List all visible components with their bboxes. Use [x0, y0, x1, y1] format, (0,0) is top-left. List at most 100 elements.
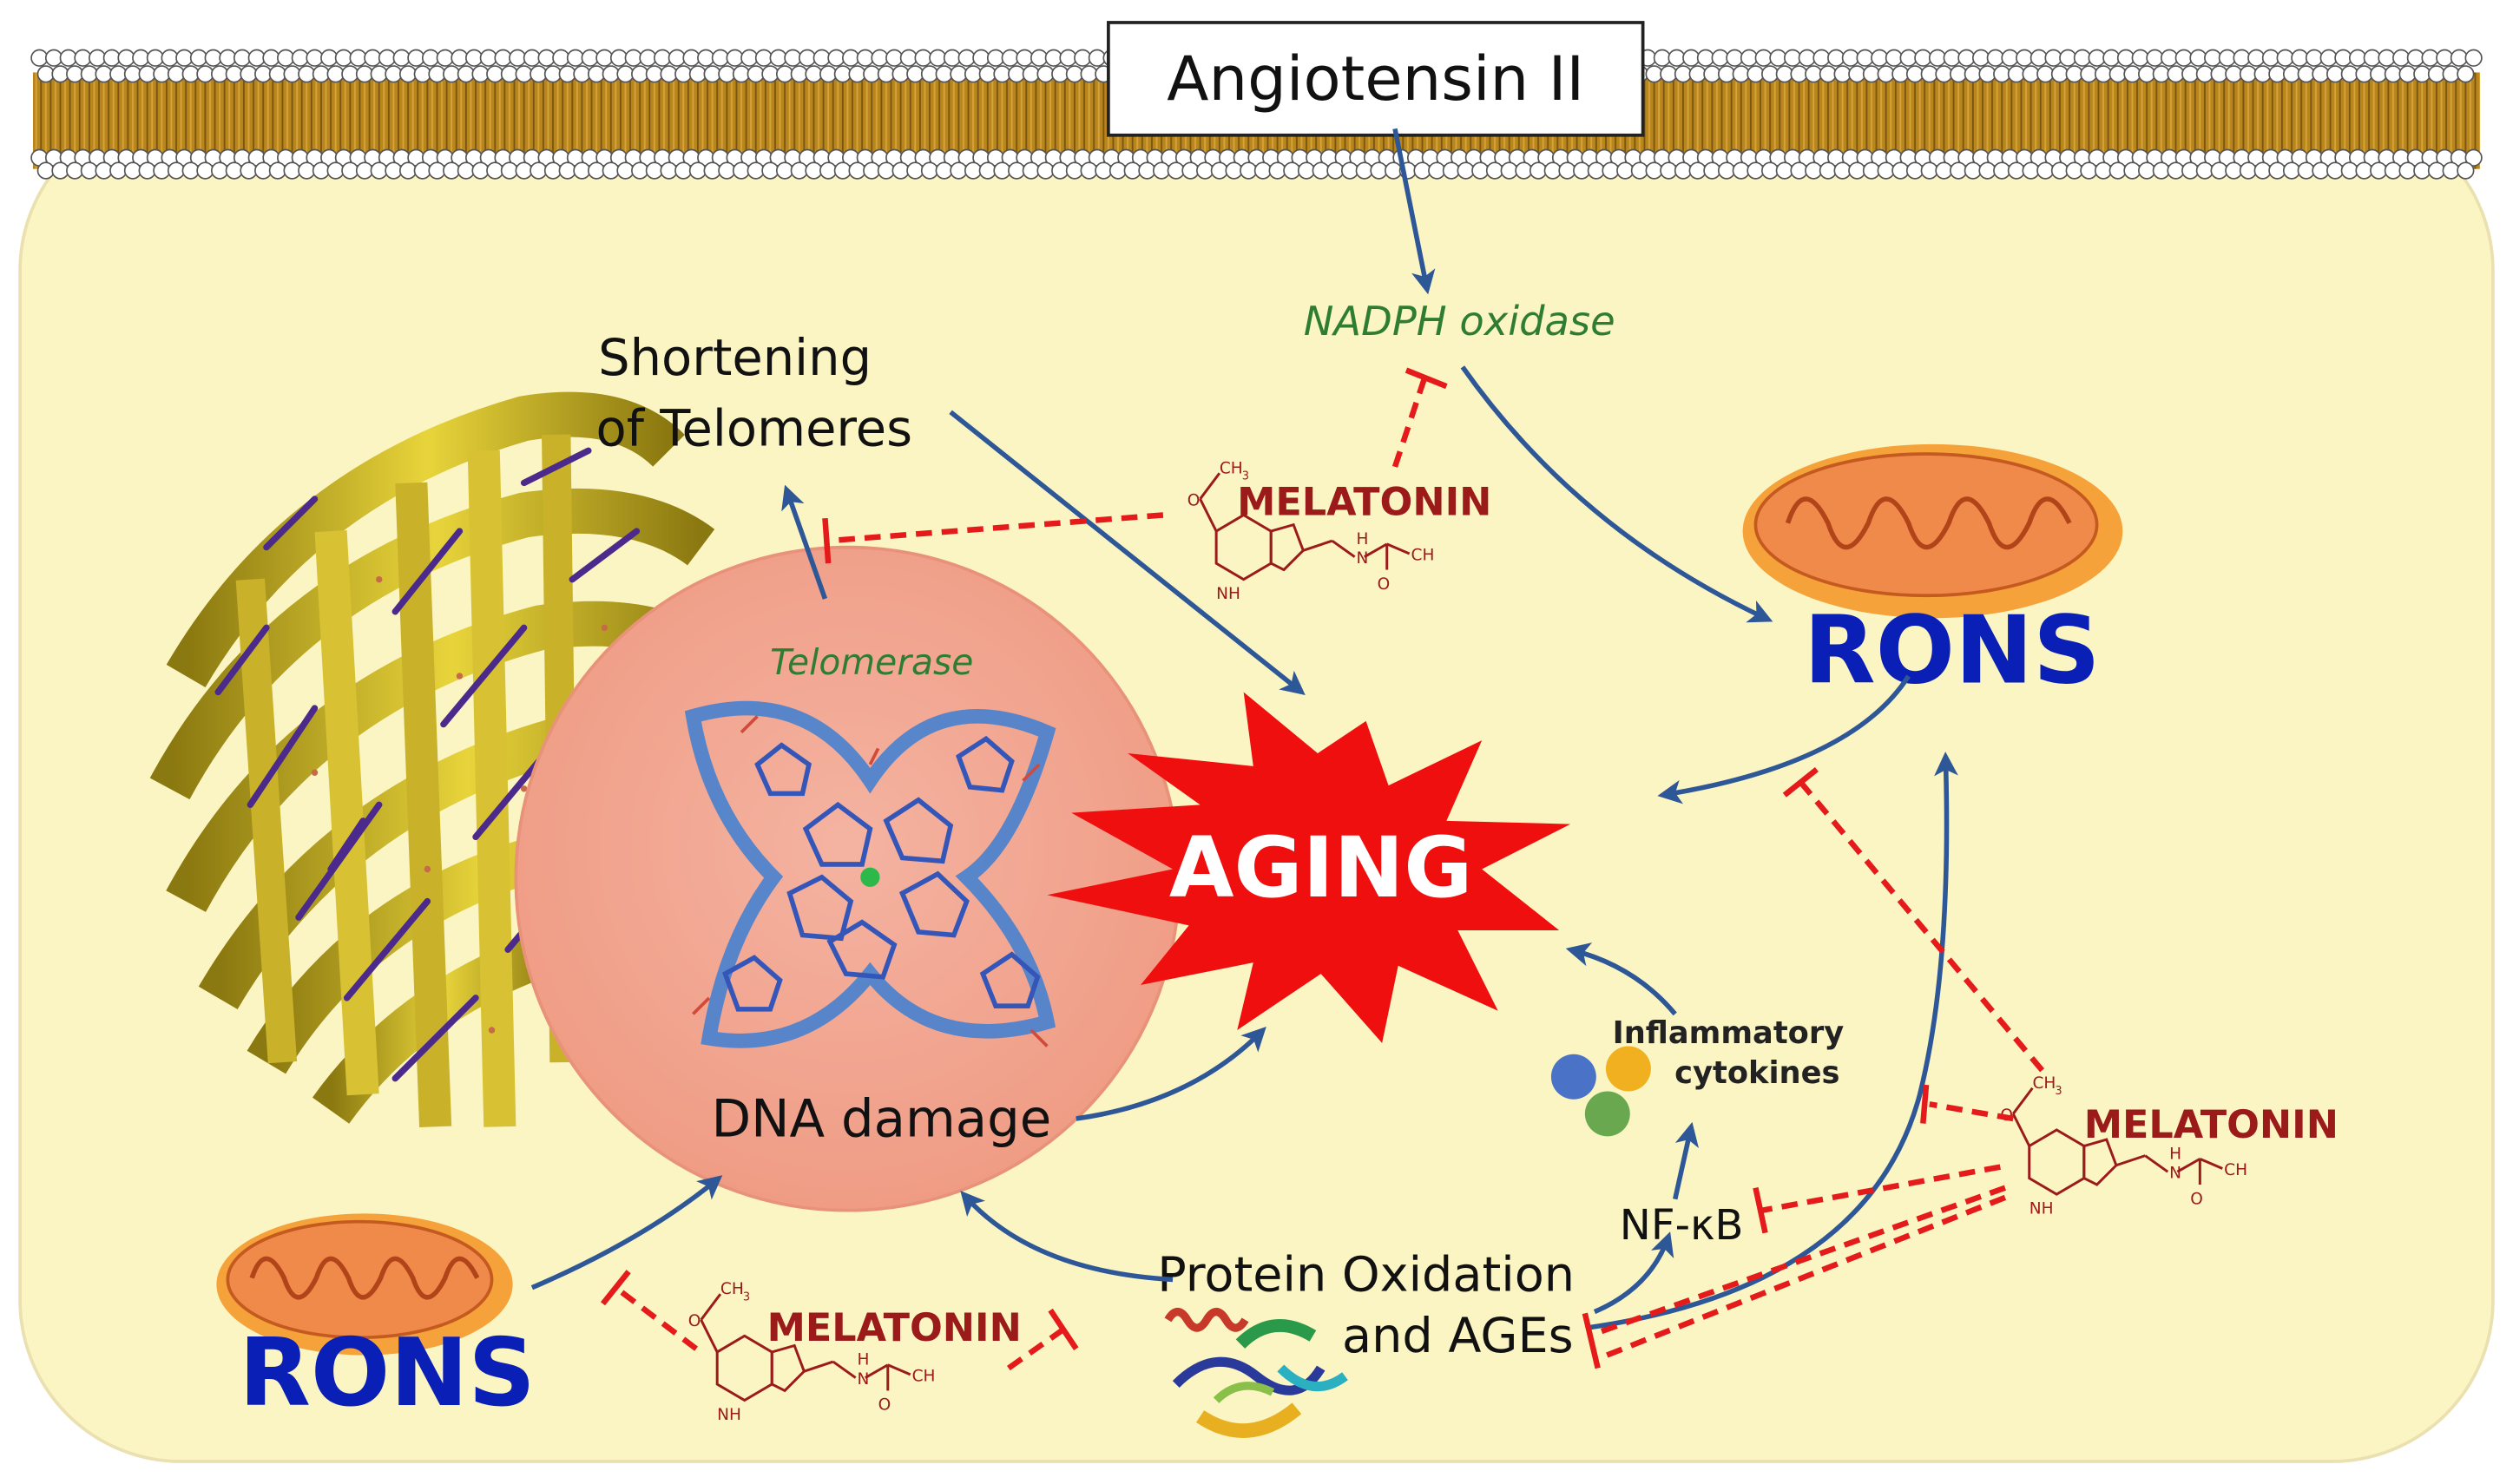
lipid-head	[1428, 161, 1446, 180]
lipid-head	[2457, 161, 2475, 180]
lipid-head	[703, 161, 721, 180]
dna-damage-label: DNA damage	[711, 1088, 1051, 1148]
lipid-head	[1812, 49, 1831, 67]
lipid-head	[268, 161, 286, 180]
lipid-head	[2181, 65, 2200, 83]
lipid-head	[1775, 65, 1793, 83]
lipid-head	[1587, 161, 1605, 180]
lipid-head	[935, 65, 953, 83]
lipid-head	[123, 161, 142, 180]
lipid-head	[1616, 161, 1635, 180]
cytokine-blue	[1550, 1054, 1596, 1100]
lipid-head	[1986, 49, 2004, 67]
lipid-head	[616, 161, 635, 180]
lipid-head	[392, 49, 411, 67]
lipid-head	[1935, 161, 1953, 180]
protein-structure	[1164, 1308, 1348, 1438]
lipid-head	[1833, 65, 1852, 83]
lipid-head	[558, 65, 576, 83]
lipid-head	[1674, 161, 1693, 180]
lipid-head	[1088, 49, 1106, 67]
atom-o: O	[1187, 491, 1201, 509]
lipid-head	[2239, 161, 2258, 180]
inhibit-melatonin-to-protein-left	[1007, 1327, 1065, 1371]
lipid-head	[1240, 161, 1258, 180]
lipid-head	[1747, 65, 1765, 83]
lipid-head	[848, 65, 866, 83]
lipid-head	[2022, 161, 2040, 180]
lipid-head	[1051, 161, 1069, 180]
lipid-head	[1754, 49, 1773, 67]
lipid-head	[842, 49, 860, 67]
lipid-head	[240, 161, 258, 180]
lipid-head	[2413, 65, 2431, 83]
lipid-head	[1022, 65, 1040, 83]
lipid-head	[1856, 49, 1874, 67]
shortening-label-line2: of Telomeres	[596, 400, 913, 458]
lipid-head	[254, 161, 273, 180]
lipid-head	[950, 161, 968, 180]
lipid-head	[204, 49, 222, 67]
lipid-head	[413, 65, 431, 83]
lipid-head	[1008, 65, 1026, 83]
lipid-head	[1080, 65, 1098, 83]
lipid-head	[2282, 65, 2301, 83]
lipid-head	[1688, 65, 1707, 83]
lipid-head	[1732, 65, 1750, 83]
lipid-head	[51, 161, 69, 180]
lipid-head	[2160, 49, 2179, 67]
lipid-head	[95, 65, 113, 83]
lipid-head	[1080, 161, 1098, 180]
lipid-head	[1558, 161, 1576, 180]
lipid-head	[891, 65, 910, 83]
lipid-head	[1696, 49, 1715, 67]
lipid-head	[703, 65, 721, 83]
mitochondrion-right	[1742, 443, 2123, 619]
lipid-head	[1312, 161, 1330, 180]
lipid-head	[385, 65, 403, 83]
arrow-protein-to-dna-damage	[960, 1190, 1174, 1283]
lipid-head	[312, 161, 331, 180]
atom-o-2: O	[1378, 575, 1391, 594]
lipid-head	[2340, 161, 2358, 180]
lipid-head	[2261, 49, 2280, 67]
lipid-head	[2436, 49, 2454, 67]
aging-burst	[1047, 692, 1571, 1043]
atom-ch3: CH	[720, 1280, 744, 1298]
lipid-head	[863, 65, 881, 83]
melatonin-molecule-right: CH 3 O H N O CH NH	[2000, 1074, 2247, 1218]
atom-o: O	[688, 1312, 701, 1330]
lipid-head	[2094, 161, 2113, 180]
lipid-head	[509, 49, 527, 67]
lipid-head	[2348, 49, 2367, 67]
lipid-head	[1660, 161, 1678, 180]
lipid-head	[2050, 161, 2069, 180]
inhibit-melatonin-to-protein	[1596, 1185, 2007, 1336]
lipid-head	[920, 161, 939, 180]
lipid-head	[1805, 161, 1823, 180]
inhibit-cap-rons-aging	[1782, 766, 1819, 798]
lipid-head	[219, 49, 237, 67]
lipid-head	[1385, 161, 1403, 180]
lipid-head	[602, 65, 620, 83]
lipid-head	[66, 161, 84, 180]
lipid-head	[2384, 161, 2403, 180]
lipid-head	[428, 65, 446, 83]
inhibit-cap-protein	[1582, 1312, 1601, 1369]
lipid-head	[2291, 49, 2309, 67]
lipid-head	[2059, 49, 2077, 67]
atom-h: H	[1356, 530, 1368, 548]
lipid-head	[436, 49, 454, 67]
lipid-head	[2427, 65, 2446, 83]
arrow-protein-to-nfkb	[1593, 1231, 1674, 1315]
nadph-oxidase-label: NADPH oxidase	[1304, 298, 1615, 345]
rons-right-label: RONS	[1804, 596, 2101, 705]
lipid-head	[1442, 161, 1461, 180]
lipid-head	[1196, 161, 1214, 180]
lipid-head	[573, 65, 591, 83]
lipid-head	[1500, 161, 1518, 180]
lipid-head	[726, 49, 744, 67]
lipid-head	[1485, 161, 1504, 180]
lipid-head	[196, 65, 214, 83]
